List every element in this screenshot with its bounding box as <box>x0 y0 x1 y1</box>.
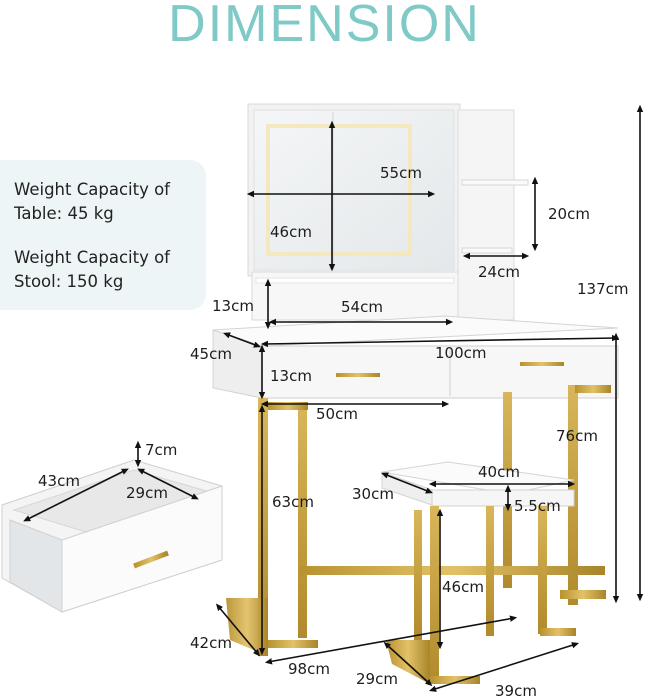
stool-width-label: 40cm <box>478 463 520 481</box>
stool-depth-label: 30cm <box>352 485 394 503</box>
mirror-width-label: 55cm <box>380 164 422 182</box>
drawer-handle-right <box>520 362 564 366</box>
cubby-width-label: 54cm <box>341 298 383 316</box>
drawer-front-height-label: 13cm <box>270 367 312 385</box>
base-width-label: 98cm <box>288 660 330 678</box>
stool-base-depth-label: 29cm <box>356 670 398 688</box>
shelf-height-label: 20cm <box>548 205 590 223</box>
stool-capacity: Weight Capacity of Stool: 150 kg <box>14 246 204 294</box>
table-capacity-line1: Weight Capacity of <box>14 180 170 199</box>
base-depth-label: 42cm <box>190 634 232 652</box>
drawer-handle-left <box>336 373 380 377</box>
drawer-front-width-label: 50cm <box>316 405 358 423</box>
total-height-label: 137cm <box>577 280 629 298</box>
drawer-height-label: 7cm <box>145 441 178 459</box>
drawer-depth-label: 29cm <box>126 484 168 502</box>
shelf-width-label: 24cm <box>478 263 520 281</box>
page-title: DIMENSION <box>168 0 481 53</box>
drawer-detail <box>1 459 223 613</box>
dimension-lines <box>23 104 644 692</box>
cubby-height-label: 13cm <box>212 297 254 315</box>
mirror-height-label: 46cm <box>270 223 312 241</box>
mirror-cabinet <box>247 103 529 321</box>
table-capacity-line2: Table: 45 kg <box>14 204 114 223</box>
table-width-label: 100cm <box>435 344 487 362</box>
leg-height-label: 63cm <box>272 493 314 511</box>
table-depth-label: 45cm <box>190 345 232 363</box>
cushion-height-label: 5.5cm <box>514 497 561 515</box>
drawer-width-label: 43cm <box>38 472 80 490</box>
stool-base-width-label: 39cm <box>495 682 537 700</box>
stool-height-label: 46cm <box>442 578 484 596</box>
stool-capacity-line1: Weight Capacity of <box>14 248 170 267</box>
table-height-label: 76cm <box>556 427 598 445</box>
stool-capacity-line2: Stool: 150 kg <box>14 272 124 291</box>
weight-capacity-panel: Weight Capacity of Table: 45 kg Weight C… <box>0 160 206 310</box>
table-capacity: Weight Capacity of Table: 45 kg <box>14 178 204 226</box>
